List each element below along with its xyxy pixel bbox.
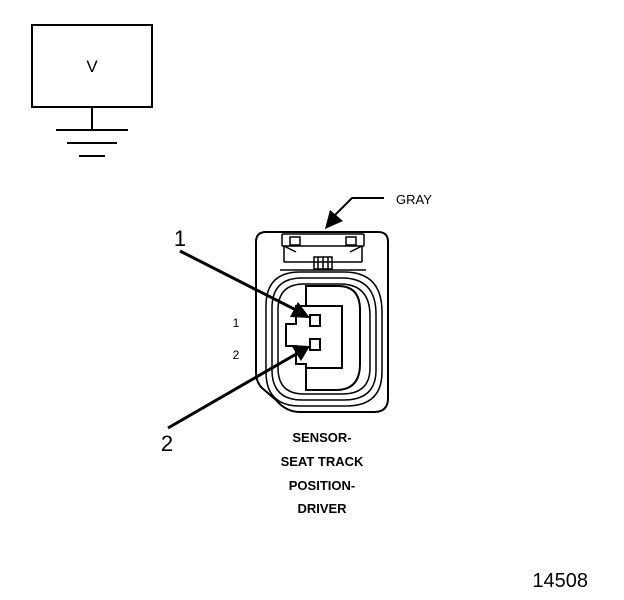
seal-outline-inner [277,283,371,395]
callout-2-label: 2 [161,431,173,456]
callout-1-label: 1 [174,226,186,251]
callout-1-arrowhead [290,302,310,318]
connector-title-line-3: POSITION- [289,478,355,493]
callout-1: 1 [174,226,310,318]
connector-title-line-4: DRIVER [297,501,347,516]
callout-2: 2 [161,345,310,456]
callout-1-leader [179,249,299,313]
voltmeter-symbol: V [31,24,153,157]
connector-face [255,231,389,413]
terminal-cavity [305,285,361,391]
color-arrowhead [325,210,343,229]
ground-icon [56,129,128,157]
connector-housing [255,231,389,413]
figure-id: 14508 [532,570,588,592]
pin-label-1: 1 [233,316,240,330]
voltmeter-label: V [86,57,98,76]
color-leader [333,197,384,217]
connector-title: SENSOR- SEAT TRACK POSITION- DRIVER [281,430,364,516]
connector-title-line-1: SENSOR- [292,430,351,445]
connector-title-line-2: SEAT TRACK [281,454,364,469]
locking-tab [280,233,366,271]
terminal-pin-1 [309,314,321,327]
connector-color-label: GRAY [396,192,432,207]
callout-2-arrowhead [291,345,310,361]
terminal-pin-2 [309,338,321,351]
color-callout: GRAY [325,192,432,229]
pin-label-2: 2 [233,348,240,362]
callout-2-leader [167,351,299,430]
